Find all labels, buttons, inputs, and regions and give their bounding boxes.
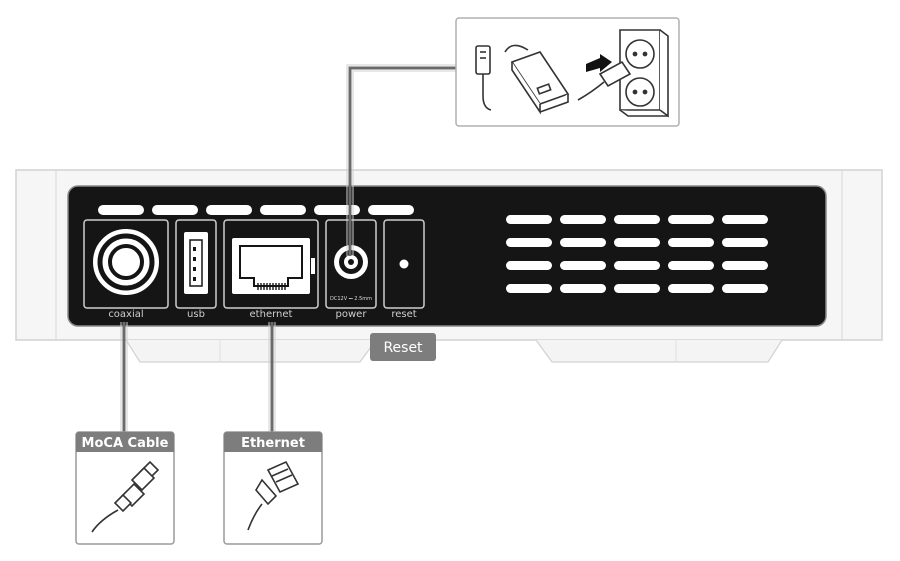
usb-label: usb: [187, 309, 205, 320]
reset-badge: Reset: [370, 333, 436, 361]
coaxial-port: [83, 219, 169, 309]
moca-cable-title: MoCA Cable: [82, 436, 169, 451]
moca-cable-card: MoCA Cable: [75, 431, 175, 545]
power-rating-label: DC12V ⎓ 2.5mm: [330, 296, 372, 302]
ethernet-title: Ethernet: [241, 436, 305, 451]
connector-lines: [122, 66, 456, 432]
ethernet-label: ethernet: [250, 309, 293, 320]
coax-plug-icon: [91, 460, 160, 533]
dc-plug-icon: [475, 45, 492, 111]
top-vent-slots: [98, 205, 414, 215]
wall-outlet-icon: [619, 29, 669, 118]
ac-plug-icon: [577, 60, 632, 101]
ethernet-port: [223, 219, 319, 309]
power-adapter-callout: [455, 17, 680, 127]
power-label: power: [336, 309, 368, 320]
vent-grid: [506, 215, 768, 293]
reset-button: [383, 219, 425, 309]
usb-port: [175, 219, 217, 309]
power-brick-icon: [504, 44, 570, 115]
reset-badge-text: Reset: [383, 340, 423, 356]
coaxial-label: coaxial: [108, 309, 143, 320]
arrow-icon: [586, 54, 612, 72]
rj45-plug-icon: [247, 460, 300, 531]
ethernet-card: Ethernet: [223, 431, 323, 545]
reset-label: reset: [391, 309, 416, 320]
power-port: [325, 219, 377, 309]
